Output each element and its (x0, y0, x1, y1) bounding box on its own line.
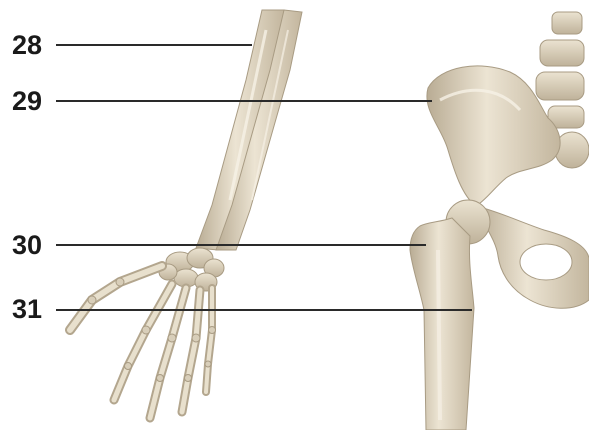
label-30: 30 (12, 232, 42, 259)
obturator-foramen (520, 244, 572, 280)
label-28: 28 (12, 32, 42, 59)
femoral-neck-shaft (410, 218, 474, 430)
label-31: 31 (12, 296, 42, 323)
label-29: 29 (12, 88, 42, 115)
femur (410, 200, 490, 430)
hand-bones (70, 266, 216, 418)
